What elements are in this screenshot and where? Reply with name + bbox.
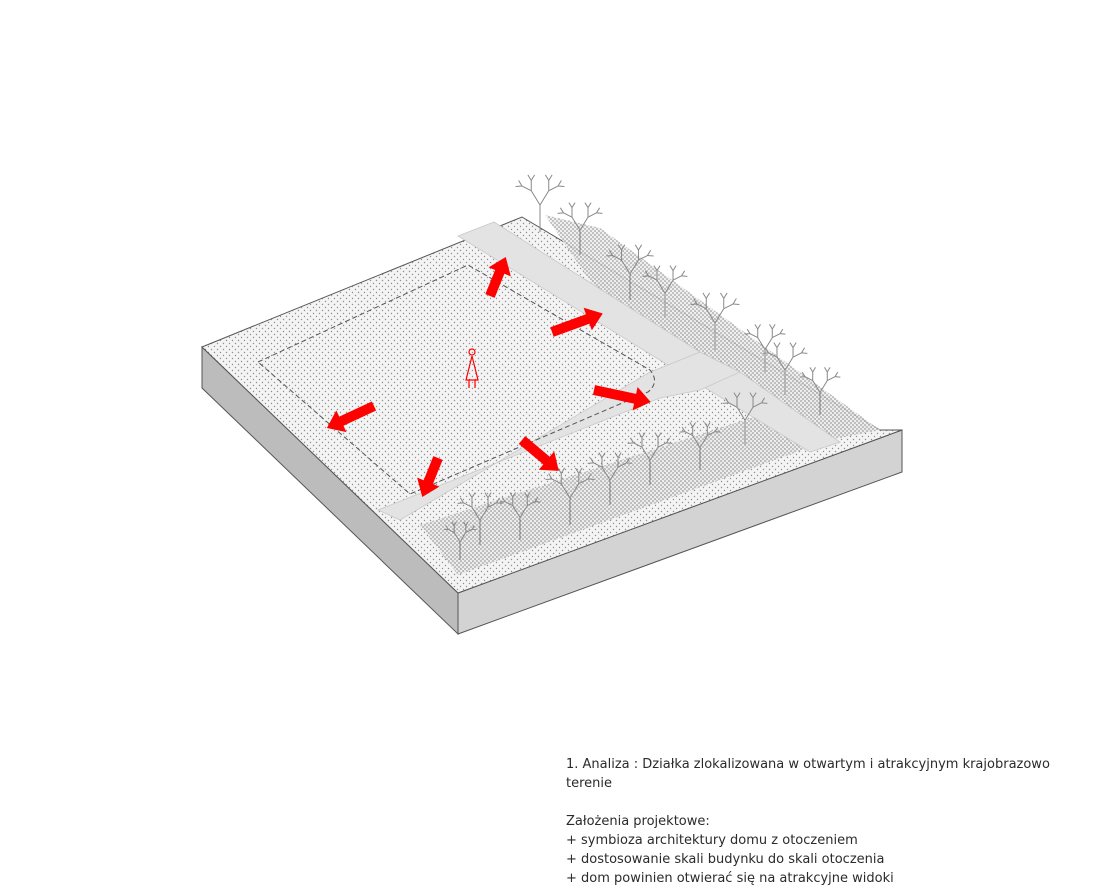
tree-icon: [546, 479, 552, 480]
tree-icon: [681, 271, 684, 276]
tree-icon: [733, 299, 736, 304]
tree-icon: [724, 293, 727, 298]
tree-icon: [516, 186, 522, 187]
tree-icon: [793, 353, 801, 357]
tree-icon: [647, 250, 650, 255]
tree-icon: [691, 304, 697, 305]
tree-icon: [558, 186, 564, 187]
tree-icon: [824, 367, 827, 372]
analysis-title: 1. Analiza : Działka zlokalizowana w otw…: [566, 755, 1096, 793]
tree-icon: [519, 181, 522, 186]
tree-icon: [588, 203, 591, 208]
tree-icon: [793, 343, 796, 348]
assumption-item: + dostosowanie skali budynku do skali ot…: [566, 850, 1096, 869]
tree-icon: [572, 203, 575, 208]
tree-icon: [540, 191, 549, 205]
tree-icon: [801, 348, 804, 353]
tree-icon: [774, 343, 777, 348]
caption: 1. Analiza : Działka zlokalizowana w otw…: [566, 755, 1096, 888]
tree-icon: [703, 293, 706, 298]
tree-icon: [670, 266, 673, 271]
tree-icon: [549, 175, 552, 180]
tree-icon: [564, 213, 572, 217]
tree-icon: [545, 175, 548, 180]
tree-icon: [765, 338, 772, 350]
tree-icon: [531, 191, 540, 205]
tree-icon: [827, 377, 835, 381]
tree-icon: [790, 343, 793, 348]
tree-icon: [588, 213, 596, 217]
tree-icon: [549, 186, 558, 191]
tree-icon: [558, 181, 561, 186]
tree-icon: [724, 304, 733, 309]
tree-icon: [522, 186, 531, 191]
tree-icon: [758, 324, 761, 329]
tree-icon: [780, 329, 783, 334]
tree-icon: [755, 324, 758, 329]
site-analysis-diagram: [0, 0, 1100, 700]
tree-icon: [657, 266, 660, 271]
design-assumptions-heading: Założenia projektowe:: [566, 812, 1096, 831]
assumption-item: + symbioza architektury domu z otoczenie…: [566, 831, 1096, 850]
tree-icon: [588, 479, 594, 480]
tree-icon: [720, 293, 723, 298]
tree-icon: [835, 372, 838, 377]
tree-icon: [673, 266, 676, 271]
tree-icon: [772, 334, 780, 338]
tree-icon: [585, 203, 588, 208]
tree-icon: [560, 208, 563, 213]
tree-icon: [569, 203, 572, 208]
tree-icon: [531, 175, 534, 180]
tree-icon: [733, 304, 739, 305]
tree-icon: [638, 245, 641, 250]
tree-icon: [777, 343, 780, 348]
assumption-item: + dom powinien otwierać się na atrakcyjn…: [566, 869, 1096, 888]
tree-icon: [813, 367, 816, 372]
tree-icon: [772, 324, 775, 329]
tree-icon: [827, 367, 830, 372]
tree-icon: [528, 175, 531, 180]
tree-icon: [673, 276, 681, 280]
tree-icon: [635, 245, 638, 250]
tree-icon: [747, 329, 750, 334]
tree-icon: [750, 334, 758, 338]
tree-icon: [810, 367, 813, 372]
tree-icon: [769, 324, 772, 329]
tree-icon: [706, 293, 709, 298]
tree-icon: [596, 208, 599, 213]
